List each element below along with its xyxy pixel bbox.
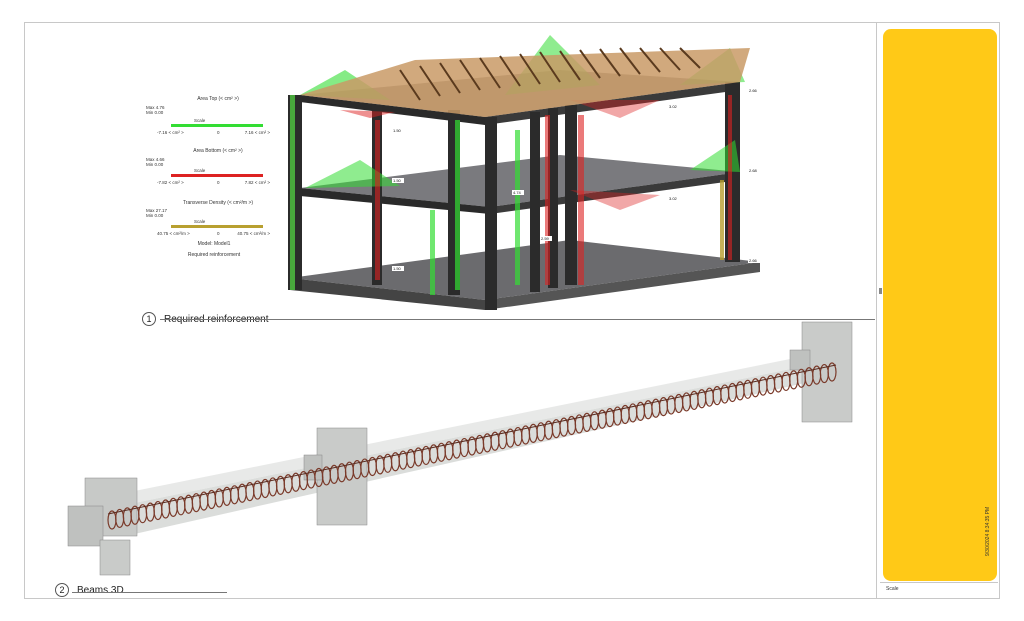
longitudinal-bar <box>107 364 837 515</box>
view-title-2[interactable]: 2 Beams 3D <box>55 583 124 597</box>
value-label: 1.50 <box>393 178 402 183</box>
value-label: 2.68 <box>749 168 758 173</box>
legend-area-bottom: Area Bottom (< cm² >) Max 4.66 Min 0.00 … <box>144 148 274 200</box>
legend-low: 40.75 < cm²/m > <box>157 231 190 236</box>
value-label: 1.50 <box>393 128 402 133</box>
value-label: 2.66 <box>749 258 758 263</box>
view-number-bubble: 2 <box>55 583 69 597</box>
reinforcement-legend: Area Top (< cm² >) Max 4.76 Min 0.00 Sca… <box>144 96 274 258</box>
legend-transverse-density: Transverse Density (< cm²/m >) Max 27.17… <box>144 200 274 252</box>
legend-mid: 0 <box>217 231 220 236</box>
value-label: 2.59 <box>541 236 550 241</box>
legend-scale: Scale <box>194 168 206 173</box>
value-label: 1.50 <box>393 266 402 271</box>
legend-high: 40.75 < cm²/m > <box>237 231 270 236</box>
view-required-reinforcement[interactable]: 2.66 2.68 2.66 3.02 3.02 1.50 1.50 1.50 … <box>140 30 875 320</box>
reinforcement-value-labels: 2.66 2.68 2.66 3.02 3.02 1.50 1.50 1.50 … <box>392 88 760 271</box>
ground-slab <box>290 240 760 300</box>
title-block-logo-panel <box>883 29 997 581</box>
sheet-border <box>24 22 1000 599</box>
legend-color-bar <box>171 225 263 228</box>
beam-3d-model[interactable] <box>60 315 870 585</box>
legend-mid: 0 <box>217 180 220 185</box>
legend-low: -7.82 < cm² > <box>157 180 184 185</box>
roof-joists <box>300 48 750 117</box>
scale-divider <box>880 582 998 583</box>
legend-title: Area Top (< cm² >) <box>197 96 239 102</box>
legend-scale: Scale <box>194 219 206 224</box>
building-3d-model[interactable]: 2.66 2.68 2.66 3.02 3.02 1.50 1.50 1.50 … <box>140 30 875 320</box>
legend-title: Transverse Density (< cm²/m >) <box>182 200 254 206</box>
sheet-edge-marker <box>879 288 882 294</box>
stirrup-group <box>107 362 837 530</box>
legend-min: Min 0.00 <box>146 110 164 115</box>
view-beams-3d[interactable] <box>60 315 870 585</box>
legend-subtitle: Required reinforcement <box>187 252 241 258</box>
column-support-right <box>789 321 853 423</box>
legend-model-name: Model: Model1 <box>197 241 231 247</box>
view-number-bubble: 1 <box>142 312 156 326</box>
legend-low: -7.16 < cm² > <box>157 130 184 135</box>
legend-max: Max 4.76 <box>146 105 165 110</box>
view-title-underline <box>72 592 227 593</box>
value-label: 4.74 <box>513 190 522 195</box>
legend-max: Max 4.66 <box>146 157 165 162</box>
legend-color-bar <box>171 124 263 127</box>
legend-high: 7.16 < cm² > <box>244 130 270 135</box>
legend-max: Max 27.17 <box>146 208 168 213</box>
value-label: 3.02 <box>669 104 678 109</box>
legend-title: Area Bottom (< cm² >) <box>193 148 243 154</box>
legend-scale: Scale <box>194 118 206 123</box>
title-block <box>876 22 1000 599</box>
legend-area-top: Area Top (< cm² >) Max 4.76 Min 0.00 Sca… <box>144 96 274 148</box>
value-label: 3.02 <box>669 196 678 201</box>
legend-mid: 0 <box>217 130 220 135</box>
column-support-left <box>67 477 138 576</box>
value-label: 2.66 <box>749 88 758 93</box>
beam <box>100 365 840 535</box>
column-support-middle <box>303 427 368 526</box>
view-title-label: Beams 3D <box>77 584 124 596</box>
scale-label: Scale <box>886 586 899 592</box>
area-bottom-diagram <box>340 110 395 118</box>
legend-high: 7.82 < cm² > <box>244 180 270 185</box>
legend-min: Min 0.00 <box>146 162 164 167</box>
view-title-underline <box>160 319 875 320</box>
legend-min: Min 0.00 <box>146 213 164 218</box>
stirrup <box>827 362 837 382</box>
legend-color-bar <box>171 174 263 177</box>
date-stamp: 9/30/2024 8:34:35 PM <box>985 506 991 556</box>
